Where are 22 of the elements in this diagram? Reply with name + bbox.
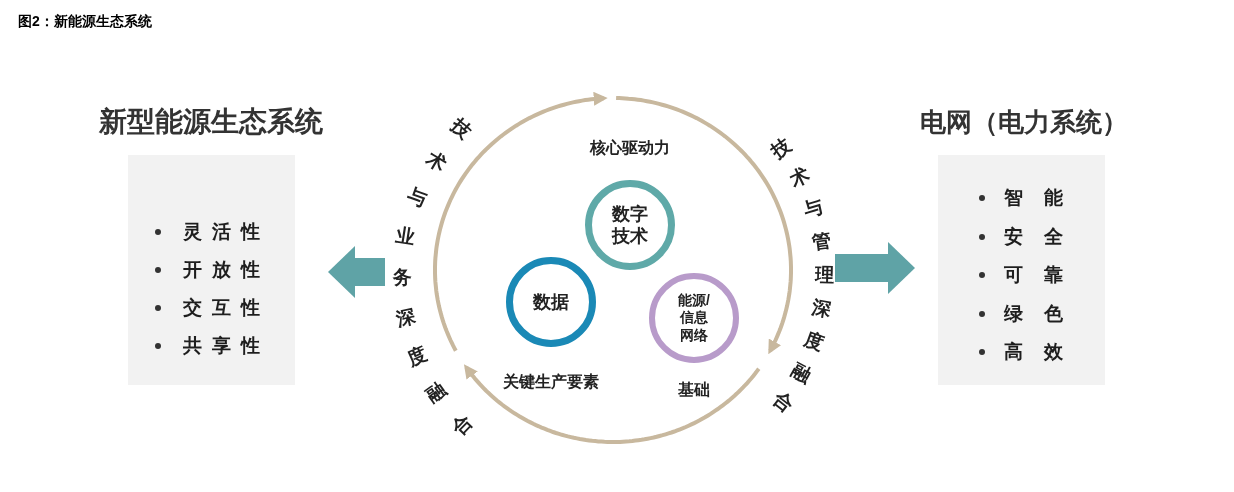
list-item: 安全 — [1004, 224, 1063, 249]
list-item: 绿色 — [1004, 301, 1063, 326]
block-arrow — [835, 242, 915, 294]
circle-node: 数据 — [506, 257, 596, 347]
section-heading: 新型能源生态系统 — [99, 105, 323, 139]
list-item: 开放性 — [183, 258, 260, 282]
list-item: 高效 — [1004, 340, 1063, 365]
list-item: 灵活性 — [183, 220, 260, 244]
block-arrow — [328, 246, 385, 298]
list-item: 可靠 — [1004, 263, 1063, 288]
figure-title: 图2：新能源生态系统 — [18, 12, 152, 31]
list-item: 交互性 — [183, 296, 260, 320]
caption-text: 基础 — [678, 380, 710, 400]
arc-text: 技术与管理深度融合 — [767, 134, 834, 417]
arc-text: 技术与业务深度融合 — [392, 114, 476, 439]
list-item: 智能 — [1004, 186, 1063, 211]
caption-text: 关键生产要素 — [503, 372, 599, 392]
section-heading: 电网（电力系统） — [920, 106, 1128, 139]
circle-node: 能源/信息网络 — [649, 273, 739, 363]
caption-text: 核心驱动力 — [590, 138, 670, 158]
circle-node: 数字技术 — [585, 180, 675, 270]
list-item: 共享性 — [183, 334, 260, 358]
